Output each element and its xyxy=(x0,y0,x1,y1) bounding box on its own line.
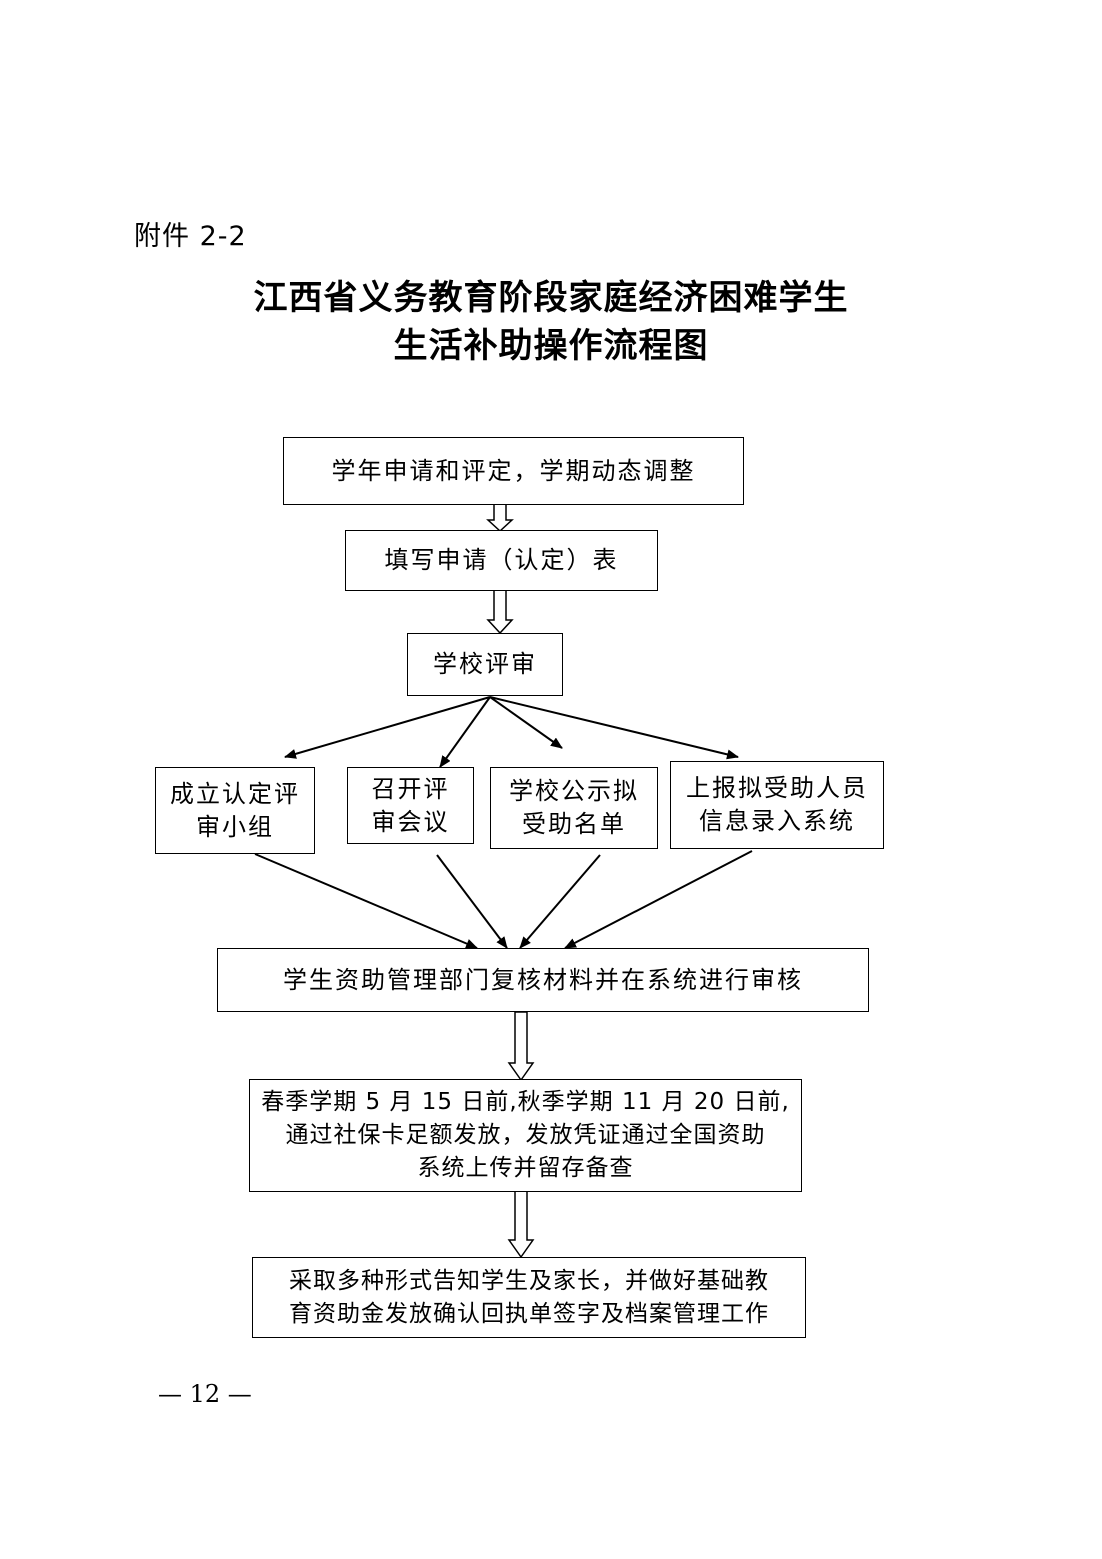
arrow-branch3-to-step4 xyxy=(519,854,601,949)
arrow-to-branch1 xyxy=(284,696,491,759)
arrow-step5-to-step6 xyxy=(507,1190,535,1259)
step-notify-and-archive: 采取多种形式告知学生及家长，并做好基础教 育资助金发放确认回执单签字及档案管理工… xyxy=(252,1257,806,1338)
arrow-branch4-to-step4 xyxy=(564,850,753,949)
branch-report-system-entry-line2: 信息录入系统 xyxy=(699,807,855,835)
step-school-review: 学校评审 xyxy=(407,633,563,696)
branch-hold-review-meeting: 召开评 审会议 xyxy=(347,767,474,844)
step-payment: 春季学期 5 月 15 日前,秋季学期 11 月 20 日前, 通过社保卡足额发… xyxy=(249,1079,802,1192)
step-notify-and-archive-line2: 育资助金发放确认回执单签字及档案管理工作 xyxy=(289,1300,769,1327)
branch-publicize-list-line1: 学校公示拟 xyxy=(509,777,639,805)
page-number: — 12 — xyxy=(158,1380,252,1408)
step-notify-and-archive-line1: 采取多种形式告知学生及家长，并做好基础教 xyxy=(289,1267,769,1294)
step-department-review-text: 学生资助管理部门复核材料并在系统进行审核 xyxy=(283,965,803,994)
branch-form-review-group-line1: 成立认定评 xyxy=(170,779,300,808)
step-payment-line2: 通过社保卡足额发放，发放凭证通过全国资助 xyxy=(285,1122,766,1148)
step-fill-application-form: 填写申请（认定）表 xyxy=(345,530,658,591)
branch-form-review-group-line2: 审小组 xyxy=(196,812,274,841)
step-annual-application: 学年申请和评定，学期动态调整 xyxy=(283,437,744,505)
arrow-to-branch4 xyxy=(489,696,739,760)
branch-publicize-list-line2: 受助名单 xyxy=(522,810,626,838)
step-annual-application-text: 学年申请和评定，学期动态调整 xyxy=(331,456,696,485)
arrow-to-branch3 xyxy=(489,696,563,749)
branch-publicize-list: 学校公示拟 受助名单 xyxy=(490,767,658,849)
document-title-line2: 生活补助操作流程图 xyxy=(393,326,709,366)
arrow-step1-to-step2 xyxy=(486,503,514,533)
branch-form-review-group: 成立认定评 审小组 xyxy=(155,767,315,854)
arrow-branch2-to-step4 xyxy=(436,854,508,949)
arrow-step2-to-step3 xyxy=(486,589,514,635)
step-payment-line1: 春季学期 5 月 15 日前,秋季学期 11 月 20 日前, xyxy=(261,1089,790,1115)
branch-hold-review-meeting-line2: 审会议 xyxy=(371,807,450,836)
branch-report-system-entry-line1: 上报拟受助人员 xyxy=(686,774,868,802)
document-title-line1: 江西省义务教育阶段家庭经济困难学生 xyxy=(253,278,849,318)
arrow-branch1-to-step4 xyxy=(254,853,478,949)
step-payment-line3: 系统上传并留存备查 xyxy=(417,1155,634,1181)
step-fill-application-form-text: 填写申请（认定）表 xyxy=(384,546,619,574)
attachment-label: 附件 2-2 xyxy=(134,221,247,252)
step-school-review-text: 学校评审 xyxy=(433,650,537,678)
step-department-review: 学生资助管理部门复核材料并在系统进行审核 xyxy=(217,948,869,1012)
branch-hold-review-meeting-line1: 召开评 xyxy=(371,774,450,803)
branch-report-system-entry: 上报拟受助人员 信息录入系统 xyxy=(670,761,884,849)
arrow-step4-to-step5 xyxy=(507,1011,535,1082)
arrow-to-branch2 xyxy=(439,696,491,768)
